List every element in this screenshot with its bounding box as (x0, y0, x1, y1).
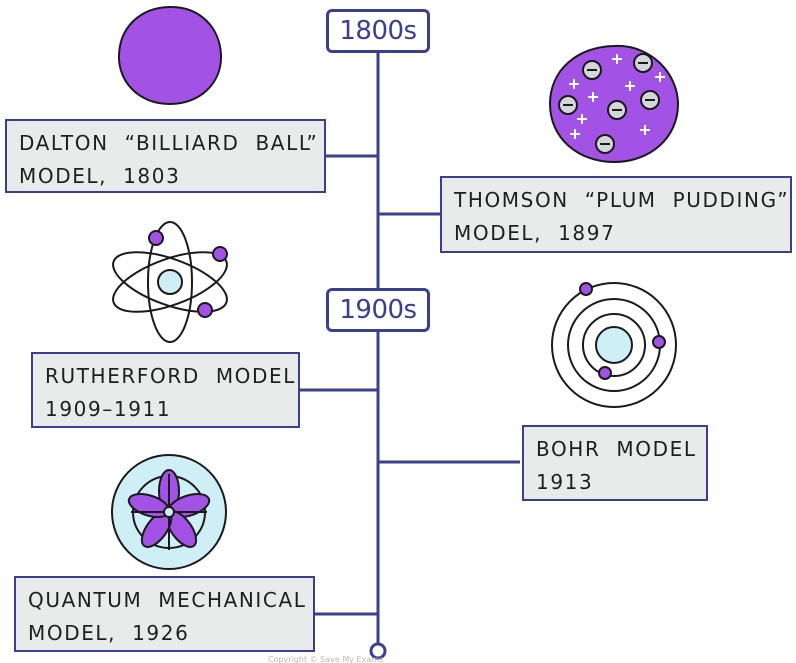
electron-cloud-orbitals-icon (111, 454, 227, 570)
positive-charges (569, 54, 665, 139)
dalton-model-label: DALTON “BILLIARD BALL” MODEL, 1803 (5, 119, 326, 193)
model-date: MODEL, 1803 (19, 164, 181, 188)
era-1900s-badge: 1900s (326, 288, 430, 332)
plum-pudding-atom-icon (548, 44, 680, 164)
model-date: 1913 (536, 470, 594, 494)
timeline-end-circle (369, 642, 387, 660)
model-name: THOMSON “PLUM PUDDING” (454, 188, 790, 212)
concentric-shells-atom-icon (551, 282, 677, 408)
thomson-model-label: THOMSON “PLUM PUDDING” MODEL, 1897 (440, 176, 792, 253)
electron-minus-signs (563, 62, 655, 145)
era-1800s-badge: 1800s (326, 9, 430, 53)
model-date: 1909–1911 (45, 397, 172, 421)
quantum-model-label: QUANTUM MECHANICAL MODEL, 1926 (14, 576, 315, 652)
model-name: QUANTUM MECHANICAL (28, 588, 307, 612)
copyright-text: Copyright © Save My Exams (268, 655, 384, 663)
model-name: RUTHERFORD MODEL (45, 364, 297, 388)
era-label: 1900s (339, 295, 417, 325)
model-name: DALTON “BILLIARD BALL” (19, 131, 319, 155)
rutherford-model-label: RUTHERFORD MODEL 1909–1911 (31, 352, 300, 428)
timeline-axis (300, 20, 520, 660)
era-label: 1800s (339, 16, 417, 46)
model-date: MODEL, 1897 (454, 221, 616, 245)
solid-sphere-icon (117, 5, 223, 106)
bohr-model-label: BOHR MODEL 1913 (522, 425, 708, 501)
model-date: MODEL, 1926 (28, 621, 190, 645)
nuclear-atom-orbits-icon (112, 221, 228, 343)
model-name: BOHR MODEL (536, 437, 697, 461)
